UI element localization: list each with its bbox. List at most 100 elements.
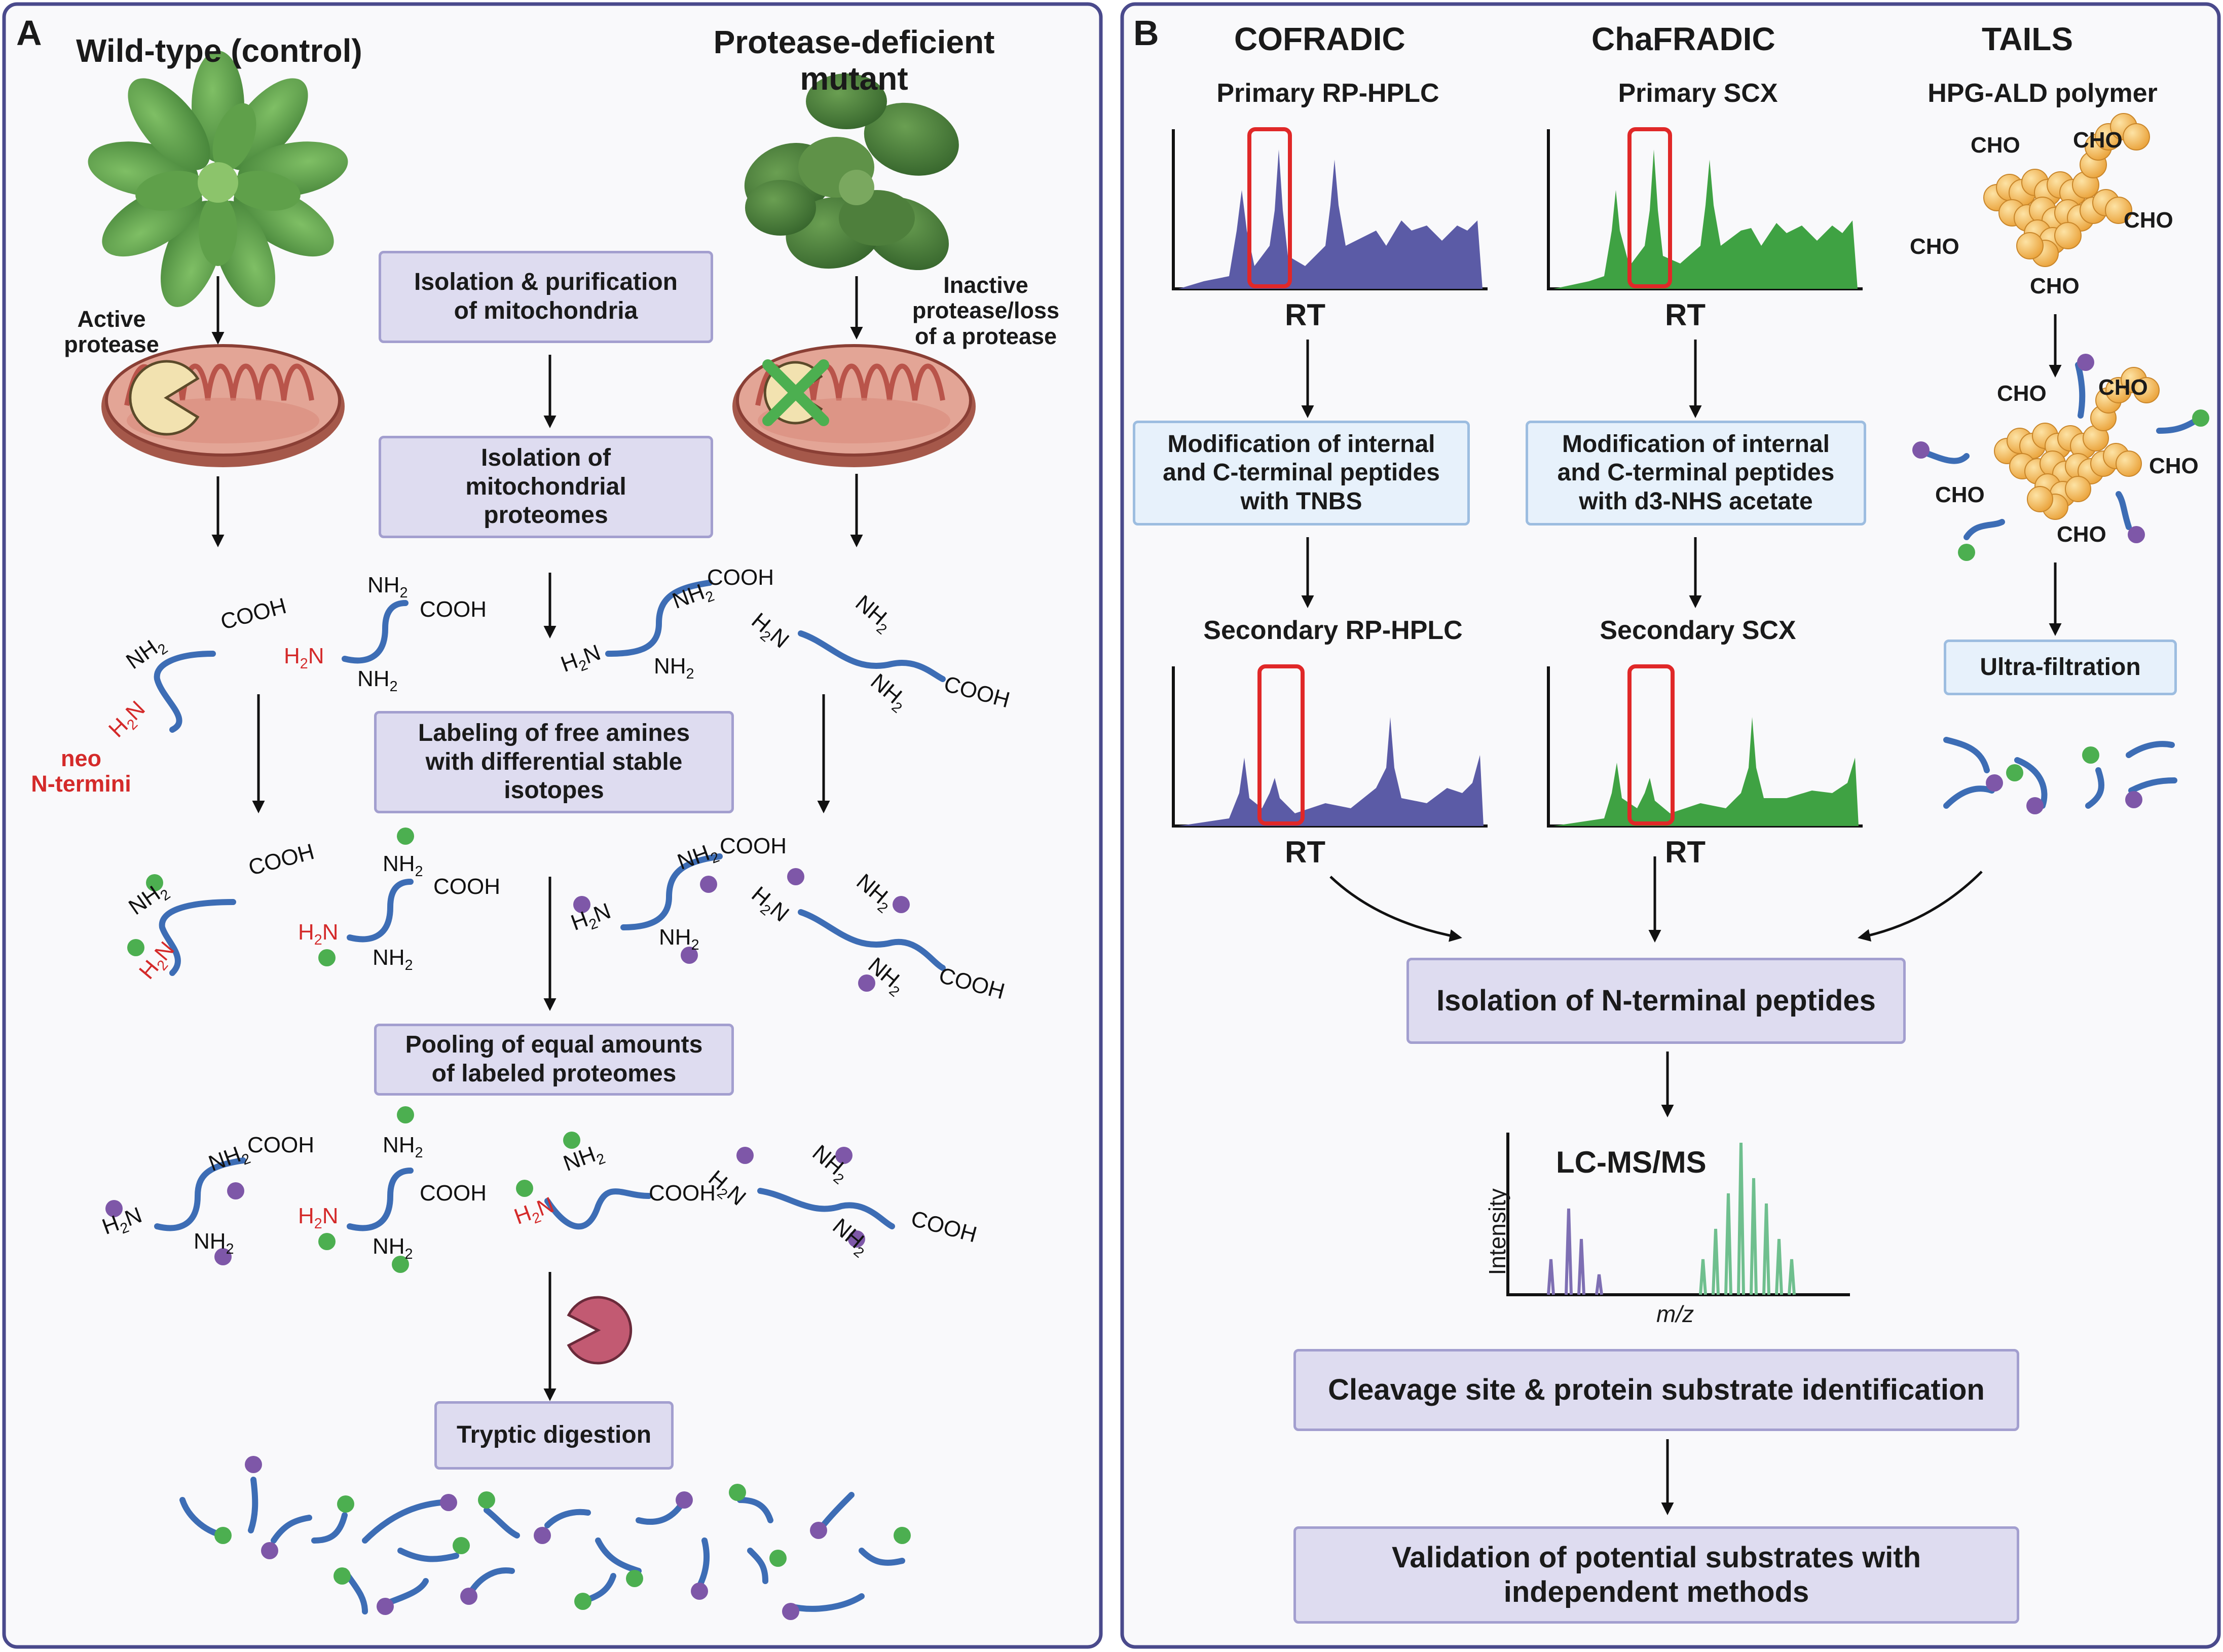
amine-nterminus-label: H2N — [298, 1204, 339, 1232]
amine-group-label: NH2 — [383, 1133, 423, 1161]
panel-a-peptide-strands — [154, 580, 946, 1231]
isotope-label-dot — [574, 1593, 591, 1610]
panel-b-arrows — [1301, 314, 2062, 1515]
panel-a-isotope-labels — [105, 828, 910, 1273]
peptide-fragment — [595, 1537, 642, 1574]
isotope-label-dot — [534, 1527, 551, 1544]
hpg-ald-polymer-image — [1983, 113, 2150, 267]
primary-rphplc-chromatogram — [1172, 127, 1488, 290]
peptide-fragment — [484, 1507, 520, 1538]
amine-group-label: NH2 — [383, 851, 423, 880]
amine-group-label: NH2 — [367, 573, 408, 601]
validation-box: Validation of potential substrates with … — [1293, 1526, 2019, 1624]
panel-a-letter: A — [16, 13, 42, 53]
panel-b-letter: B — [1133, 13, 1159, 53]
lcms-spectrum — [1506, 1133, 1850, 1296]
peptide-fragment — [747, 1548, 768, 1584]
isotope-label-dot — [782, 1603, 799, 1620]
isotope-label-dot — [377, 1598, 394, 1615]
carboxyl-group-label: COOH — [420, 1181, 487, 1206]
peptide-fragment — [362, 1499, 444, 1544]
isotope-label-dot — [440, 1494, 457, 1511]
polymer-bound-peptides-image — [1994, 367, 2160, 520]
isotope-label-dot — [894, 1527, 911, 1544]
active-protease-label: Active protease — [64, 306, 159, 358]
cho-label: CHO — [2149, 454, 2199, 478]
isotope-label-dot — [729, 1484, 746, 1501]
amine-group-label: NH2 — [373, 1234, 413, 1262]
cho-label: CHO — [1997, 381, 2047, 406]
cho-label: CHO — [2073, 128, 2123, 153]
cho-label: CHO — [2057, 522, 2106, 547]
peptide-fragment — [468, 1567, 515, 1594]
cho-label: CHO — [2030, 274, 2080, 298]
cofradic-primary-label: Primary RP-HPLC — [1216, 79, 1439, 108]
carboxyl-group-label: COOH — [707, 565, 774, 590]
isotope-label-dot — [214, 1527, 232, 1544]
cho-label: CHO — [1910, 234, 1959, 259]
step-isolation-mitochondria: Isolation & purification of mitochondria — [379, 251, 713, 343]
peptide-fragment — [271, 1515, 312, 1544]
cho-label: CHO — [2098, 375, 2148, 400]
isotope-label-dot — [453, 1537, 470, 1554]
method-tails: TAILS — [1981, 21, 2073, 57]
method-chafradic: ChaFRADIC — [1591, 21, 1775, 57]
cofradic-secondary-label: Secondary RP-HPLC — [1203, 616, 1463, 645]
mutant-plant-image — [744, 73, 959, 271]
chafradic-primary-label: Primary SCX — [1618, 79, 1778, 108]
amine-group-label: NH2 — [357, 666, 398, 695]
panel-a-arrows — [211, 276, 863, 1401]
cofradic-secondary-rt: RT — [1285, 835, 1325, 869]
intensity-axis-label: Intensity — [1484, 1188, 1511, 1275]
carboxyl-group-label: COOH — [720, 834, 787, 858]
isotope-label-dot — [691, 1583, 708, 1600]
secondary-scx-chromatogram — [1547, 664, 1863, 828]
cofradic-modification-box: Modification of internal and C-terminal … — [1133, 421, 1470, 525]
amine-group-label: NH2 — [659, 925, 699, 953]
isotope-label-dot — [245, 1456, 262, 1473]
isotope-label-dot — [261, 1542, 278, 1559]
amine-group-label: NH2 — [373, 945, 413, 973]
trypsin-icon — [567, 1296, 633, 1365]
peptide-fragment — [737, 1497, 773, 1523]
isotope-label-dot — [337, 1495, 354, 1513]
filtered-peptides-image — [1943, 737, 2177, 814]
inactive-protease-icon — [762, 359, 829, 426]
cofradic-primary-rt: RT — [1285, 298, 1325, 332]
primary-scx-chromatogram — [1547, 127, 1863, 290]
method-cofradic: COFRADIC — [1234, 21, 1405, 57]
step-tryptic-digestion: Tryptic digestion — [434, 1401, 674, 1470]
chafradic-secondary-label: Secondary SCX — [1600, 616, 1796, 645]
cleavage-identification-box: Cleavage site & protein substrate identi… — [1293, 1349, 2019, 1431]
lcms-label: LC-MS/MS — [1556, 1145, 1707, 1179]
secondary-rphplc-chromatogram — [1172, 664, 1488, 828]
inactive-protease-label: Inactive protease/loss of a protease — [912, 272, 1060, 349]
carboxyl-group-label: COOH — [420, 597, 487, 622]
isotope-label-dot — [676, 1491, 693, 1509]
peptide-fragment — [397, 1548, 459, 1562]
step-isolation-proteomes: Isolation of mitochondrial proteomes — [379, 436, 713, 538]
peptide-fragment — [544, 1509, 591, 1528]
carboxyl-group-label: COOH — [433, 874, 500, 899]
isolation-nterminal-box: Isolation of N-terminal peptides — [1406, 958, 1906, 1044]
carboxyl-group-label: COOH — [649, 1181, 716, 1206]
cho-label: CHO — [2124, 208, 2173, 233]
amine-group-label: NH2 — [194, 1229, 234, 1257]
isotope-label-dot — [810, 1522, 827, 1539]
mz-axis-label: m/z — [1656, 1301, 1694, 1327]
neo-ntermini-label: neo N-termini — [31, 745, 131, 797]
active-protease-icon — [129, 360, 200, 436]
step-labeling: Labeling of free amines with differentia… — [374, 711, 734, 813]
carboxyl-group-label: COOH — [247, 1133, 314, 1157]
peptide-fragment — [311, 1512, 348, 1544]
isotope-label-dot — [460, 1588, 477, 1605]
amine-nterminus-label: H2N — [284, 644, 324, 672]
ultrafiltration-box: Ultra-filtration — [1944, 640, 2177, 695]
mutant-title: Protease-deficient mutant — [713, 24, 995, 97]
peptide-fragment — [859, 1548, 905, 1566]
chafradic-primary-rt: RT — [1665, 298, 1706, 332]
isotope-label-dot — [478, 1491, 495, 1509]
digested-peptide-fragments — [179, 1456, 911, 1620]
peptide-fragment — [248, 1477, 258, 1533]
